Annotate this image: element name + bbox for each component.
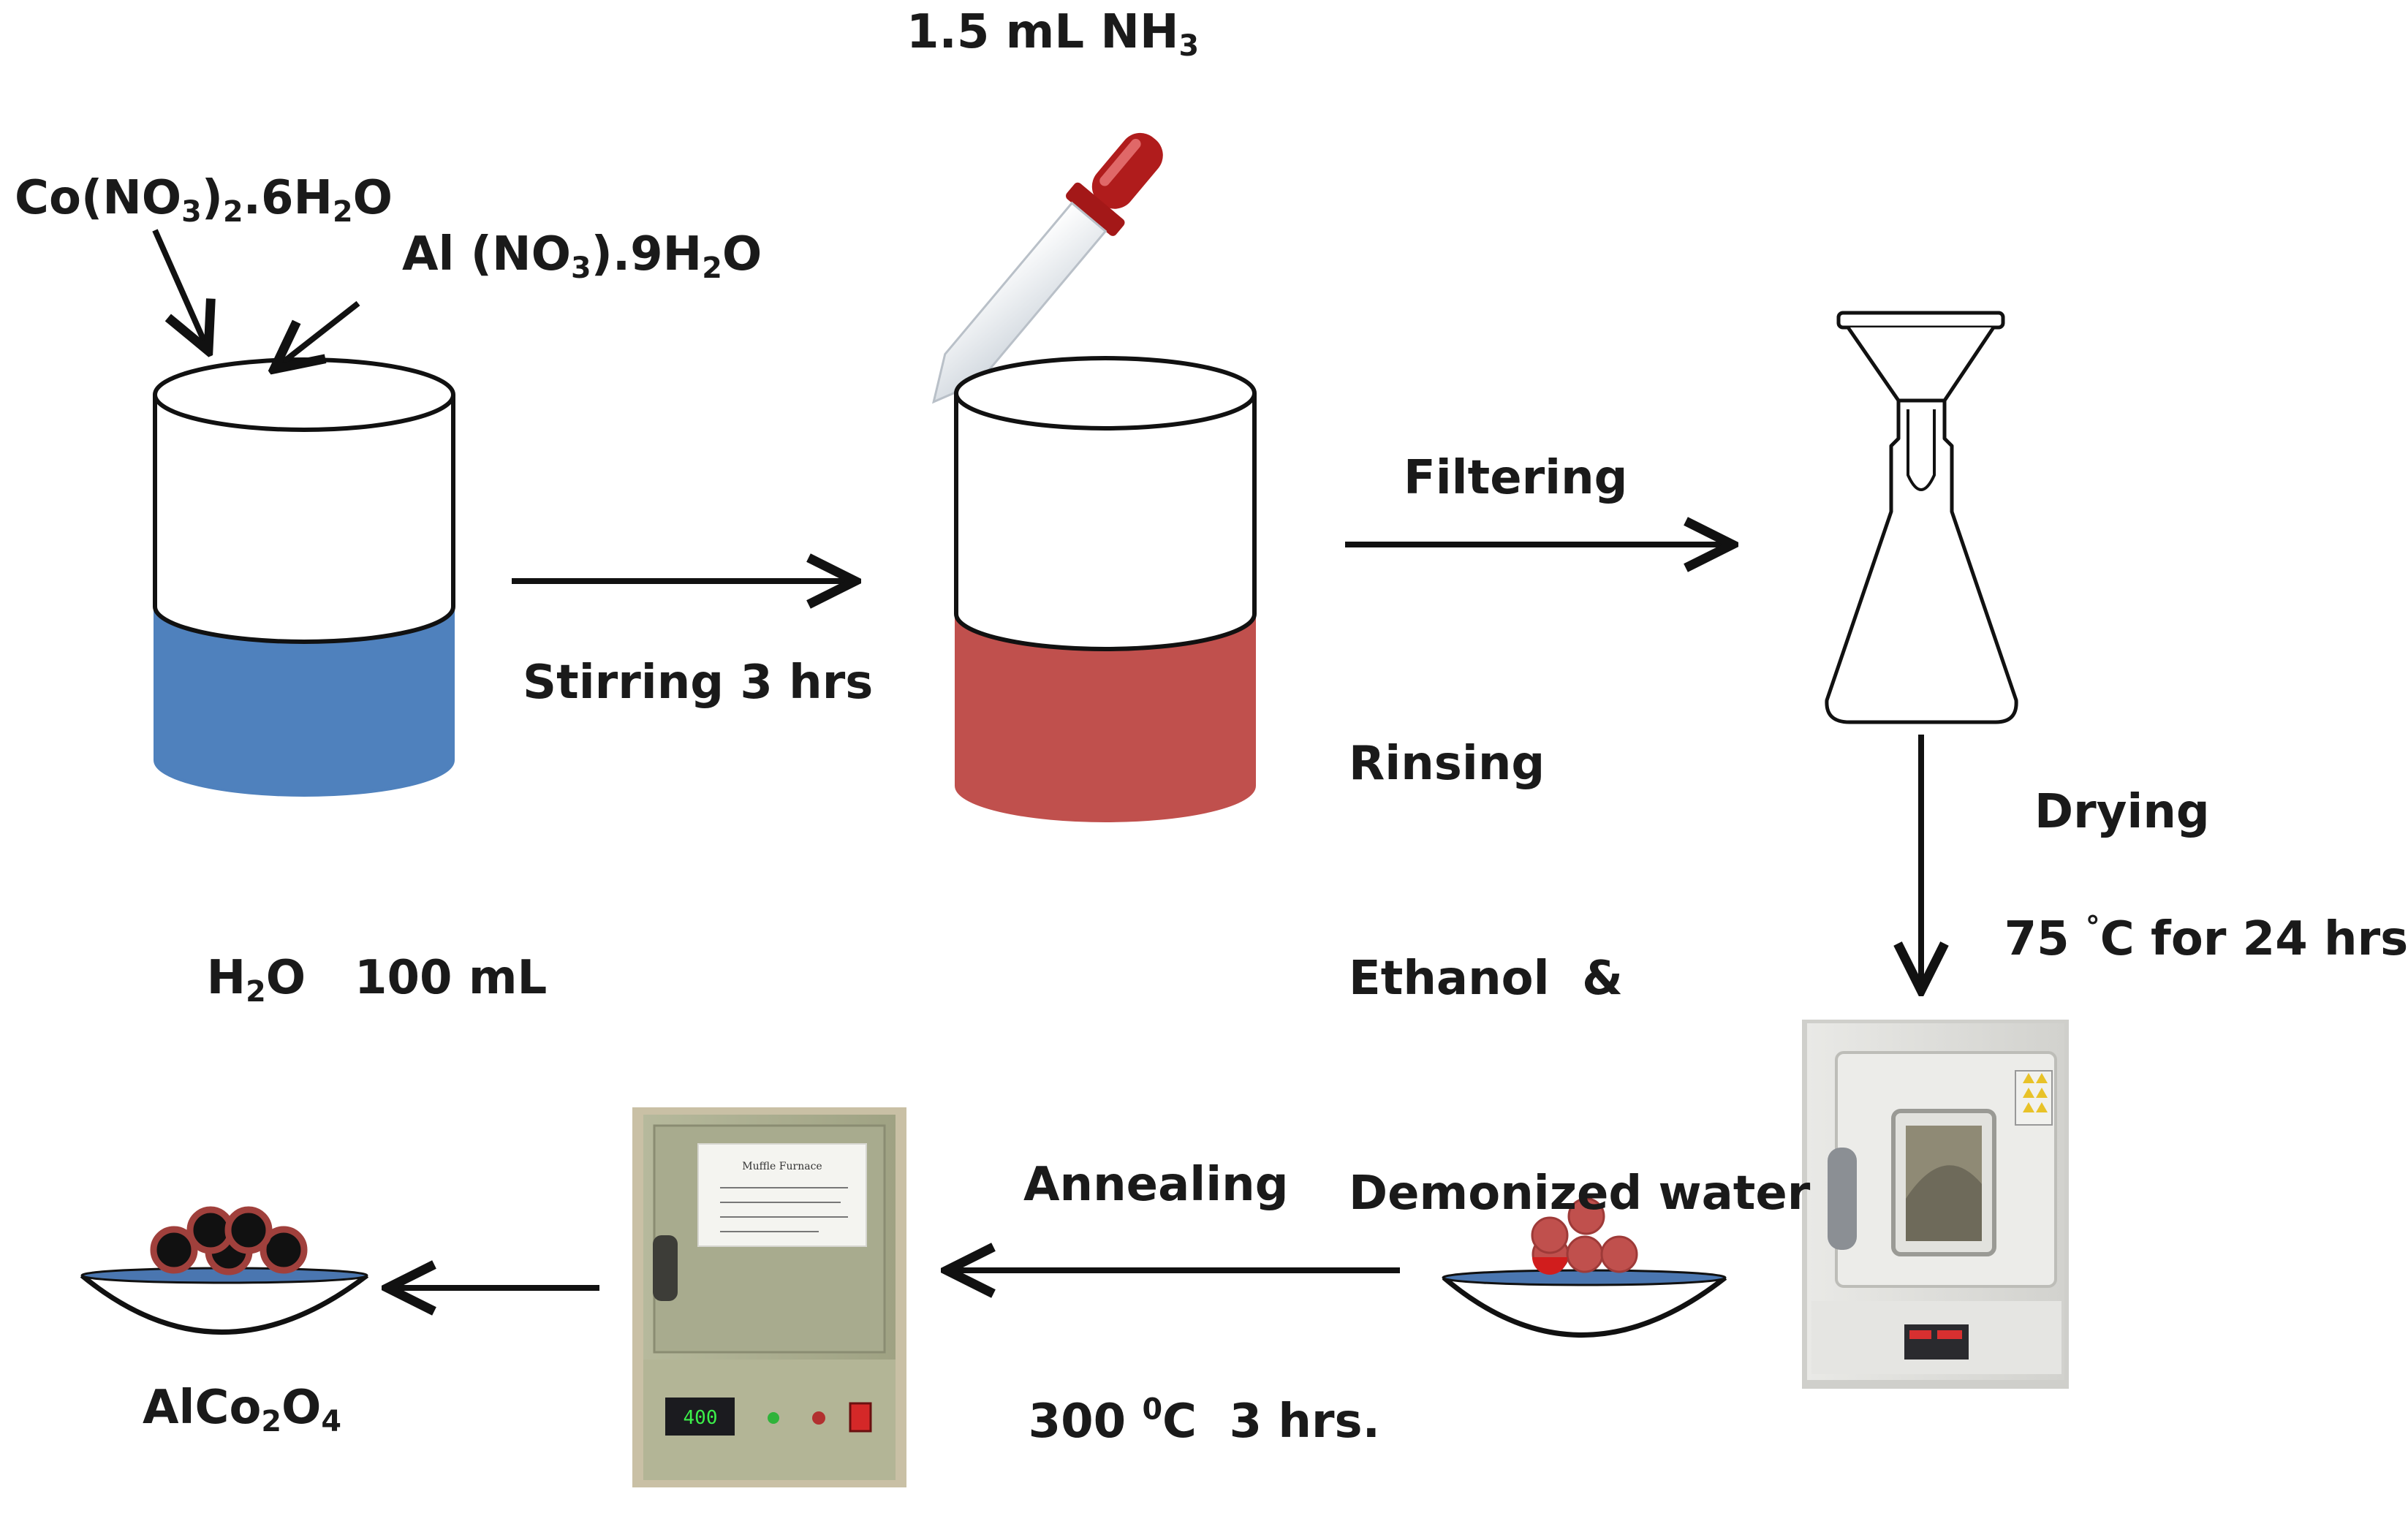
label-annealing: Annealing (1023, 1158, 1289, 1212)
label-rinsing: Rinsing Ethanol & Demonized water (1349, 585, 1810, 1301)
rinsing-line-3: Demonized water (1349, 1167, 1811, 1221)
label-filtering: Filtering (1404, 451, 1628, 505)
rinsing-line-2: Ethanol & (1349, 952, 1623, 1006)
dish-product (80, 1206, 369, 1335)
beaker-blue-solution (153, 357, 455, 797)
furnace-sign-text: Muffle Furnace (742, 1161, 822, 1172)
arrow-aluminium-into-beaker (274, 300, 360, 369)
label-annealing-conditions: 300 0C 3 hrs. (1028, 1392, 1380, 1449)
label-stirring: Stirring 3 hrs (523, 656, 874, 710)
rinsing-line-1: Rinsing (1349, 737, 1545, 791)
muffle-furnace-photo: Muffle Furnace 400 (632, 1107, 906, 1487)
furnace-display: 400 (684, 1407, 718, 1429)
label-drying-conditions: 75 °C for 24 hrs (2004, 910, 2408, 966)
dish-precursor (1442, 1197, 1727, 1338)
arrow-cobalt-into-beaker (152, 229, 208, 351)
warning-signs-icon (2015, 1070, 2053, 1126)
label-drying: Drying (2034, 785, 2210, 839)
label-aluminium-nitrate: Al (NO3).9H2O (402, 227, 762, 286)
label-cobalt-nitrate: Co(NO3)2.6H2O (15, 171, 393, 230)
filter-flask-icon (1825, 311, 2018, 724)
synthesis-diagram: Muffle Furnace 400 (80, 132, 2069, 1487)
label-ammonia: 1.5 mL NH3 (906, 5, 1200, 64)
label-water: H2O 100 mL (206, 950, 548, 1009)
label-product: AlCo2O4 (143, 1381, 342, 1439)
beaker-red-solution (954, 356, 1257, 822)
drying-oven-photo (1802, 1020, 2069, 1389)
